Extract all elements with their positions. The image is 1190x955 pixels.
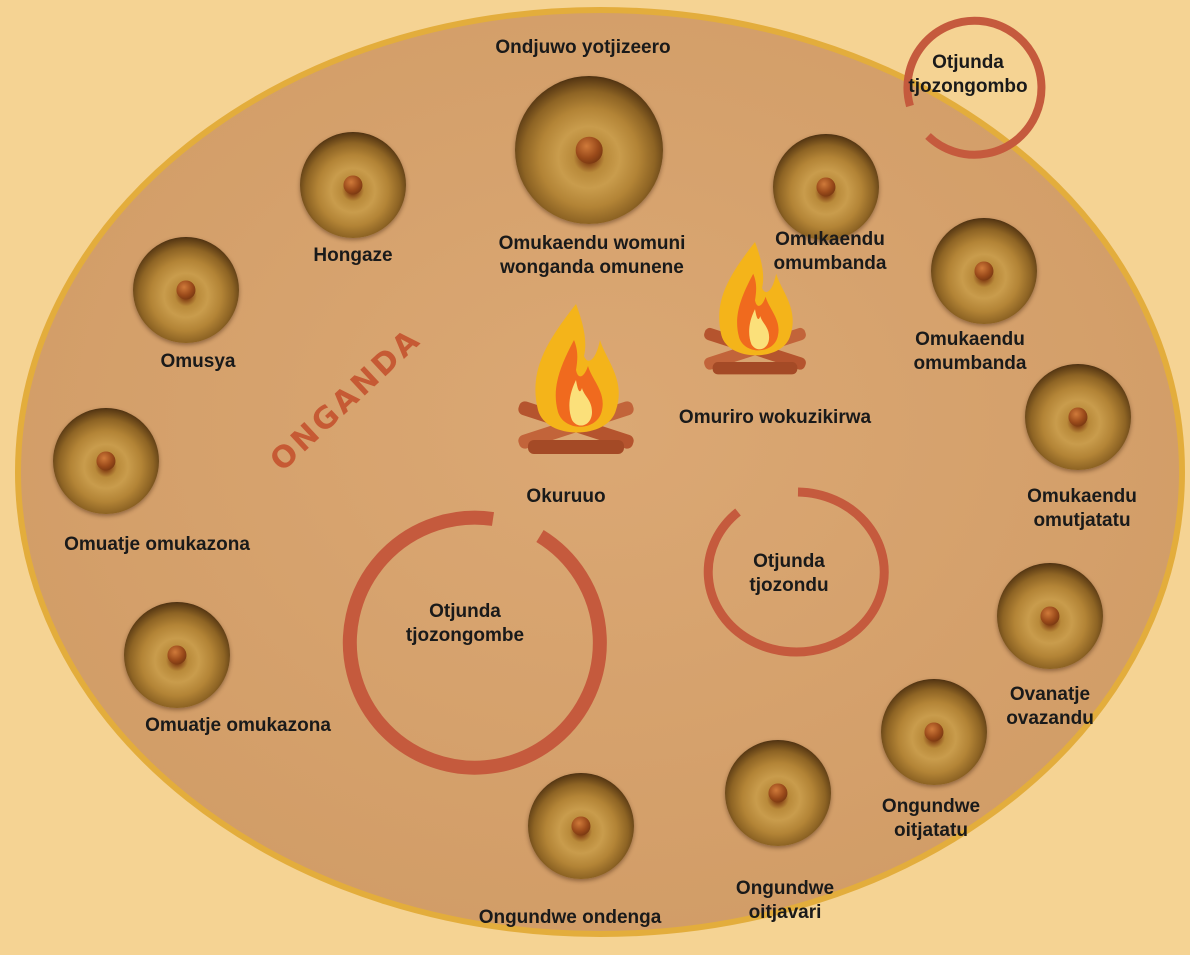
label-omuriro: Omuriro wokuzikirwa <box>678 407 872 428</box>
label-ovanatje: Ovanatje ovazandu <box>1006 684 1094 729</box>
label-omukaendu-3: Omukaendu omutjatatu <box>1027 486 1137 531</box>
label-omusya: Omusya <box>160 351 236 372</box>
hongaze-hut-icon <box>300 132 406 238</box>
omukaendu1-hut-icon <box>773 134 879 240</box>
omuatje2-hut-icon <box>124 602 230 708</box>
omuatje1-hut-icon <box>53 408 159 514</box>
omusya-hut-icon <box>133 237 239 343</box>
main-hut-icon <box>515 76 663 224</box>
small-stock-kraal-ring <box>703 487 889 657</box>
label-hongaze: Hongaze <box>313 245 393 266</box>
label-omuatje-1: Omuatje omukazona <box>64 534 250 555</box>
flame-core <box>749 309 770 350</box>
label-main-hut: Ondjuwo yotjizeero <box>495 37 671 58</box>
top-kraal-ring <box>903 16 1046 159</box>
ovanatje-hut-icon <box>997 563 1103 669</box>
label-okuruuo: Okuruuo <box>526 486 606 507</box>
okuruuo-fire-icon <box>518 304 634 454</box>
ongundwe1-hut-icon <box>528 773 634 879</box>
omukaendu2-hut-icon <box>931 218 1037 324</box>
label-omukaendu-1: Omukaendu omumbanda <box>773 229 887 274</box>
label-omuatje-2: Omuatje omukazona <box>145 715 331 736</box>
flame-core <box>569 380 592 426</box>
ongundwe2-hut-icon <box>725 740 831 846</box>
label-ongundwe-2: Ongundwe oitjavari <box>735 878 835 923</box>
label-omukaendu-womuni: Omukaendu womuni wonganda omunene <box>498 233 686 278</box>
omuriro-fire-icon <box>704 242 806 375</box>
label-omukaendu-2: Omukaendu omumbanda <box>913 329 1027 374</box>
label-kraal-tjozongombo: Otjunda tjozongombo <box>908 52 1028 97</box>
label-kraal-tjozongombe: Otjunda tjozongombe <box>405 601 525 646</box>
omukaendu3-hut-icon <box>1025 364 1131 470</box>
label-ongundwe-3: Ongundwe oitjatatu <box>881 796 981 841</box>
label-kraal-tjozondu: Otjunda tjozondu <box>749 551 829 596</box>
label-ongundwe-1: Ongundwe ondenga <box>478 907 662 928</box>
ongundwe3-hut-icon <box>881 679 987 785</box>
cattle-kraal-ring <box>342 510 607 775</box>
